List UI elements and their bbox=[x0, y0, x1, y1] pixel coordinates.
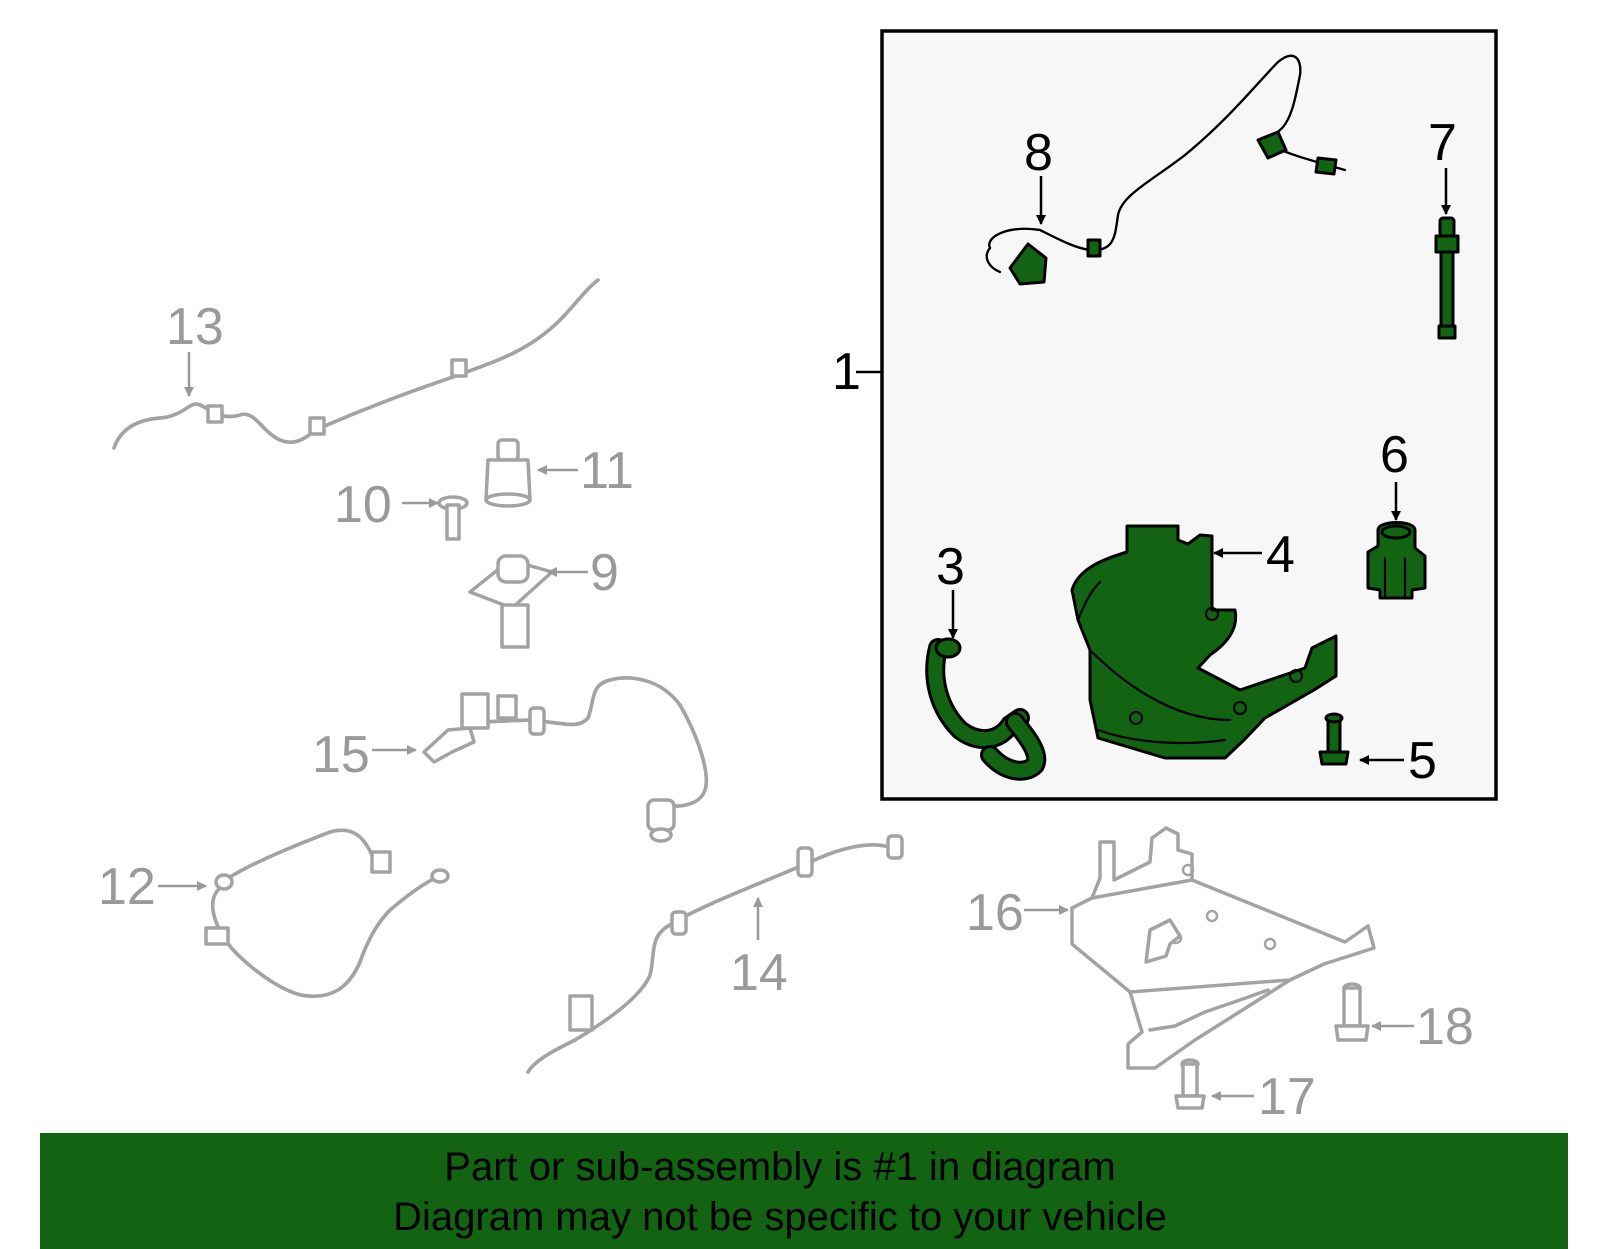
part-18-bolt[interactable] bbox=[1334, 982, 1370, 1042]
label-10: 10 bbox=[334, 476, 392, 534]
label-3: 3 bbox=[936, 538, 965, 596]
part-13-tube[interactable] bbox=[112, 278, 600, 450]
label-16: 16 bbox=[966, 884, 1024, 942]
part-5-bolt[interactable] bbox=[1318, 712, 1350, 766]
part-14-pipe[interactable] bbox=[526, 834, 904, 1074]
part-15-hose[interactable] bbox=[422, 676, 708, 843]
disclaimer-banner: Part or sub-assembly is #1 in diagram Di… bbox=[40, 1133, 1568, 1249]
part-11-damper[interactable] bbox=[484, 438, 532, 508]
label-12: 12 bbox=[98, 858, 156, 916]
part-8-wiring-harness[interactable] bbox=[985, 54, 1347, 286]
label-5: 5 bbox=[1408, 732, 1437, 790]
label-8: 8 bbox=[1024, 124, 1053, 182]
label-4: 4 bbox=[1266, 526, 1295, 584]
part-7-sensor[interactable] bbox=[1434, 216, 1460, 340]
part-12-tube[interactable] bbox=[204, 828, 450, 998]
label-18: 18 bbox=[1416, 998, 1474, 1056]
part-17-bolt[interactable] bbox=[1174, 1058, 1206, 1110]
label-7: 7 bbox=[1428, 114, 1457, 172]
banner-line-1: Part or sub-assembly is #1 in diagram bbox=[444, 1145, 1116, 1189]
label-14: 14 bbox=[730, 944, 788, 1002]
part-9-mount[interactable] bbox=[468, 554, 554, 649]
label-1: 1 bbox=[832, 343, 861, 401]
part-3-hose[interactable] bbox=[925, 637, 1047, 781]
label-11: 11 bbox=[580, 442, 634, 500]
label-13: 13 bbox=[166, 298, 224, 356]
label-17: 17 bbox=[1258, 1068, 1316, 1126]
part-4-bracket[interactable] bbox=[1070, 524, 1338, 760]
part-16-bracket-plate[interactable] bbox=[1070, 826, 1376, 1070]
label-6: 6 bbox=[1380, 426, 1409, 484]
part-6-cap[interactable] bbox=[1366, 521, 1427, 600]
banner-line-2: Diagram may not be specific to your vehi… bbox=[393, 1195, 1167, 1239]
label-9: 9 bbox=[590, 544, 619, 602]
label-15: 15 bbox=[312, 726, 370, 784]
part-10-pin[interactable] bbox=[437, 495, 469, 541]
